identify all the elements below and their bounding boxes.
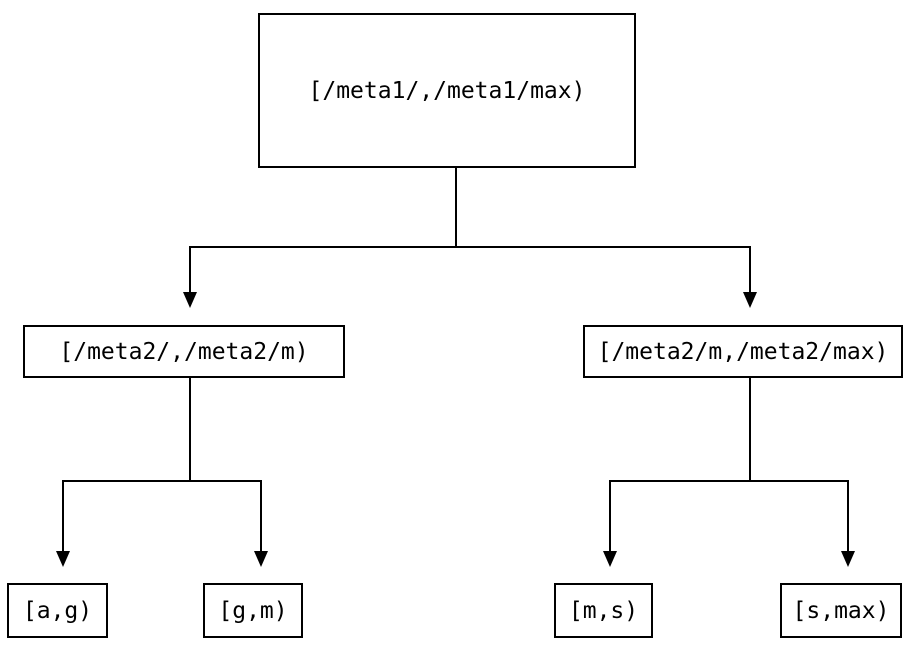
tree-node-leaf-smax: [s,max) bbox=[780, 583, 902, 638]
node-label: [g,m) bbox=[218, 597, 288, 624]
arrowhead-icon bbox=[183, 292, 197, 308]
tree-node-leaf-gm: [g,m) bbox=[203, 583, 303, 638]
arrowhead-icon bbox=[56, 551, 70, 567]
edge-root-to-meta2-low bbox=[189, 168, 457, 293]
tree-node-root: [/meta1/,/meta1/max) bbox=[258, 13, 636, 168]
node-label: [a,g) bbox=[22, 597, 93, 624]
edge-meta2-low-to-leaf-ag bbox=[62, 378, 191, 552]
edge-root-to-meta2-high bbox=[455, 168, 751, 293]
tree-node-leaf-ms: [m,s) bbox=[554, 583, 653, 638]
node-label: [s,max) bbox=[792, 597, 890, 624]
arrowhead-icon bbox=[743, 292, 757, 308]
arrowhead-icon bbox=[603, 551, 617, 567]
node-label: [/meta2/,/meta2/m) bbox=[59, 338, 309, 365]
tree-node-meta2-low: [/meta2/,/meta2/m) bbox=[23, 325, 345, 378]
arrowhead-icon bbox=[841, 551, 855, 567]
edge-meta2-low-to-leaf-gm bbox=[189, 378, 262, 552]
arrowhead-icon bbox=[254, 551, 268, 567]
edge-meta2-high-to-leaf-smax bbox=[749, 378, 849, 552]
node-label: [m,s) bbox=[568, 597, 639, 624]
node-label: [/meta1/,/meta1/max) bbox=[308, 77, 586, 104]
edge-meta2-high-to-leaf-ms bbox=[609, 378, 751, 552]
tree-node-leaf-ag: [a,g) bbox=[7, 583, 108, 638]
tree-node-meta2-high: [/meta2/m,/meta2/max) bbox=[583, 325, 903, 378]
node-label: [/meta2/m,/meta2/max) bbox=[597, 338, 889, 365]
